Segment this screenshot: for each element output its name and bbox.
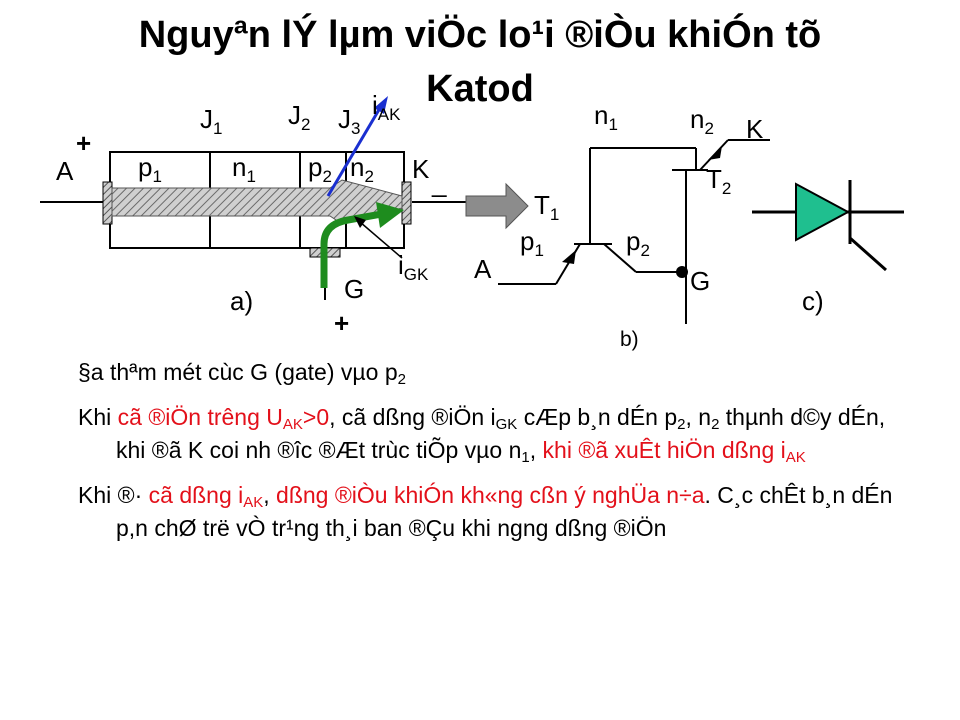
- a-region-p2: p2: [308, 152, 332, 186]
- title-line-2: Katod: [426, 68, 534, 110]
- a-label-iGK: iGK: [398, 250, 429, 284]
- title-line-1: Nguyªn lÝ lµm viÖc lo¹i ®iÒu khiÓn tõ: [138, 14, 822, 56]
- diagram-c: c): [752, 180, 904, 316]
- thyristor-symbol-gate: [849, 236, 887, 272]
- a-plus-top: +: [76, 128, 91, 158]
- b-label-G: G: [690, 266, 710, 296]
- a-label-J1: J1: [200, 104, 222, 138]
- a-label-iAK: iAK: [372, 90, 401, 124]
- b-label-n1: n1: [594, 100, 618, 134]
- b-t1-emitter: [555, 243, 581, 285]
- paragraph-1: §a thªm mét cùc G (gate) vµo p2: [78, 359, 406, 388]
- a-caption: a): [230, 286, 253, 316]
- cathode-contact: [401, 181, 412, 225]
- c-caption: c): [802, 286, 824, 316]
- block-arrow: [465, 182, 529, 230]
- a-minus: _: [431, 168, 447, 198]
- diagram-b: [498, 139, 770, 324]
- b-label-T2: T2: [706, 164, 731, 198]
- paragraph-2: Khi cã ®iÖn trêng UAK>0, cã dßng ®iÖn iG…: [78, 404, 886, 466]
- a-region-n2: n2: [350, 152, 374, 186]
- diagram-a: + A K _ J1 J2 J3 iAK p1 n1 p2 n2 iGK G +…: [40, 90, 470, 338]
- b-label-p2: p2: [626, 226, 650, 260]
- b-t1-collector: [603, 243, 637, 273]
- page-title: Nguyªn lÝ lµm viÖc lo¹i ®iÒu khiÓn tõ Ka…: [0, 8, 960, 116]
- thyristor-symbol-triangle: [795, 182, 851, 242]
- b-label-K: K: [746, 114, 764, 144]
- a-label-G: G: [344, 274, 364, 304]
- gate-current-green-arrow: [320, 210, 383, 288]
- b-label-T1: T1: [534, 190, 559, 224]
- b-t2-emitter-arrowhead: [708, 146, 722, 160]
- a-plus-bottom: +: [334, 308, 349, 338]
- anode-contact: [102, 181, 113, 225]
- gate-current-green-arrowhead: [376, 202, 404, 228]
- a-label-J3: J3: [338, 104, 360, 138]
- b-label-A: A: [474, 254, 492, 284]
- b-label-p1: p1: [520, 226, 544, 260]
- iak-blue-arrow: [326, 107, 382, 197]
- a-label-K: K: [412, 154, 430, 184]
- a-label-J2: J2: [288, 100, 310, 134]
- thyristor-diagram: + A K _ J1 J2 J3 iAK p1 n1 p2 n2 iGK G +…: [40, 90, 904, 351]
- iak-blue-arrowhead: [374, 96, 388, 114]
- b-caption: b): [620, 328, 639, 351]
- a-region-p1: p1: [138, 152, 162, 186]
- diagram-b-labels: n1 n2 K T2 T1 p1 p2 A G b): [474, 100, 764, 351]
- paragraph-3: Khi ®· cã dßng iAK, dßng ®iÒu khiÓn kh«n…: [78, 482, 893, 541]
- b-gate-node: [676, 266, 688, 278]
- igk-pointer: [359, 221, 403, 259]
- b-label-n2: n2: [690, 104, 714, 138]
- a-region-n1: n1: [232, 152, 256, 186]
- a-label-A: A: [56, 156, 74, 186]
- explanation-text: §a thªm mét cùc G (gate) vµo p2 Khi cã ®…: [78, 356, 918, 557]
- b-t1-emitter-arrowhead: [562, 250, 576, 264]
- igk-pointer-head: [354, 216, 366, 228]
